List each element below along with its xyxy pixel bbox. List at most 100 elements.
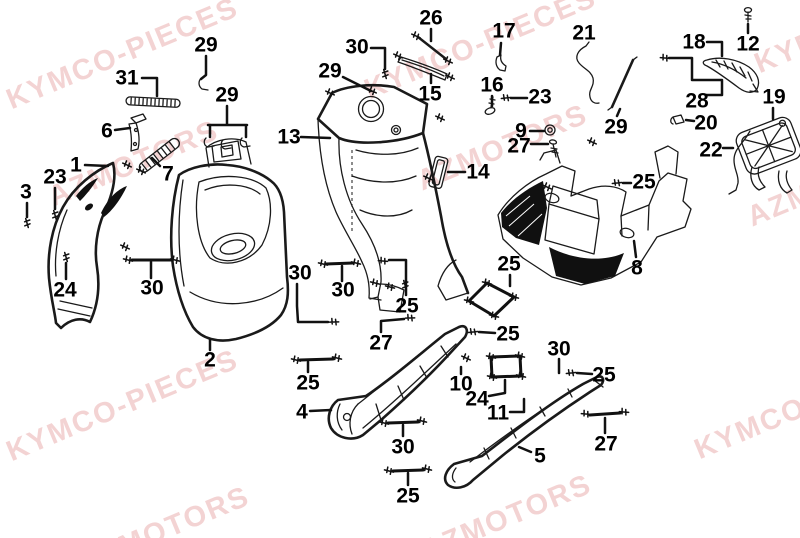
- part-number-label: 25: [496, 323, 520, 346]
- screw-icon: [580, 409, 592, 418]
- leader-line: [199, 54, 208, 81]
- leader-line: [113, 126, 132, 132]
- callout-13: 13: [277, 126, 332, 149]
- screw-icon: [410, 31, 422, 41]
- screw-icon: [392, 51, 404, 61]
- screw-icon: [62, 251, 70, 263]
- callout-25: 25: [290, 353, 343, 395]
- part-21-cable-guide: [576, 41, 600, 104]
- part-number-label: 30: [140, 277, 163, 300]
- part-2-front-leg-shield: [169, 138, 290, 342]
- part-19-front-grill: [735, 116, 800, 194]
- leader-line: [299, 135, 332, 140]
- callout-23: 23: [500, 86, 552, 109]
- leader-line: [508, 397, 526, 414]
- callout-8: 8: [631, 239, 643, 280]
- leader-bar: [588, 411, 622, 417]
- leader-line: [615, 107, 622, 118]
- leader-line: [684, 118, 696, 123]
- part-number-label: 27: [594, 433, 617, 456]
- part-number-label: 27: [369, 332, 392, 355]
- part-17-hook: [495, 54, 507, 72]
- leader-line: [477, 330, 497, 335]
- part-16-bolt: [484, 96, 496, 115]
- part-number-label: 25: [396, 485, 420, 508]
- callout-21: 21: [572, 22, 596, 45]
- part-20-clip: [670, 114, 685, 125]
- part-number-label: 3: [20, 181, 32, 204]
- screw-icon: [514, 351, 526, 361]
- screw-icon: [444, 72, 456, 82]
- part-number-label: 5: [534, 445, 546, 468]
- leader-line: [341, 75, 373, 93]
- part-number-label: 25: [296, 372, 320, 395]
- screw-icon: [463, 296, 475, 306]
- part-number-label: 31: [115, 67, 139, 90]
- callout-12: 12: [736, 22, 760, 56]
- part-number-label: 11: [487, 402, 510, 425]
- callout-10: 10: [449, 353, 473, 396]
- part-31-grip: [125, 96, 181, 108]
- part-number-label: 7: [162, 163, 174, 186]
- part-15-molding-strip: [397, 56, 448, 81]
- callout-30: 30: [288, 262, 340, 326]
- screw-icon: [119, 242, 131, 252]
- part-12-screw: [743, 6, 753, 23]
- part-number-label: 19: [762, 86, 785, 109]
- part-1-front-cover: [47, 161, 127, 330]
- callout-25: 25: [497, 253, 521, 288]
- leader-line: [487, 378, 507, 398]
- leader-bar: [391, 468, 425, 473]
- screw-icon: [421, 464, 433, 474]
- leader-line: [140, 76, 159, 98]
- screw-icon: [565, 368, 577, 377]
- part-number-label: 15: [418, 83, 442, 106]
- screw-icon: [384, 282, 396, 292]
- screw-icon: [611, 178, 623, 187]
- callout-17: 17: [492, 20, 516, 57]
- callout-29: 29: [604, 107, 628, 139]
- hardware-bracket-diamond: [467, 281, 516, 318]
- callout-26: 26: [419, 7, 443, 43]
- screw-icon: [51, 209, 59, 221]
- part-number-label: 2: [204, 349, 216, 372]
- callout-4: 4: [296, 401, 333, 424]
- part-number-label: 24: [53, 279, 77, 302]
- leader-line: [369, 46, 387, 71]
- part-14-plate: [428, 155, 449, 189]
- screw-icon: [485, 352, 497, 362]
- leader-line: [667, 56, 724, 97]
- part-number-label: 20: [694, 112, 717, 135]
- screw-icon: [350, 258, 362, 268]
- screw-icon: [404, 313, 416, 322]
- screw-icon: [383, 466, 395, 476]
- screw-icon: [434, 113, 446, 123]
- callout-22: 22: [699, 139, 735, 162]
- leader-line: [308, 408, 333, 413]
- part-number-label: 14: [466, 161, 490, 184]
- leader-line: [517, 445, 533, 454]
- part-18-handle-rear-cover: [702, 57, 760, 93]
- screw-icon: [467, 327, 479, 336]
- part-number-label: 13: [277, 126, 300, 149]
- screw-icon: [586, 137, 598, 147]
- callout-5: 5: [517, 445, 546, 468]
- part-number-label: 30: [345, 36, 368, 59]
- part-4-floor-side-cover: [327, 324, 469, 440]
- screw-icon: [422, 173, 434, 183]
- part-number-label: 30: [391, 436, 414, 459]
- screw-icon: [481, 278, 493, 288]
- callout-27: 27: [507, 135, 550, 158]
- callout-30: 30: [547, 338, 571, 375]
- leader-line: [295, 282, 330, 324]
- part-number-label: 25: [497, 253, 521, 276]
- callout-9: 9: [515, 120, 546, 143]
- screw-icon: [378, 418, 390, 428]
- screw-icon: [369, 278, 381, 288]
- brand-watermark: AZMOTORS: [75, 480, 255, 538]
- screw-icon: [324, 88, 336, 98]
- callout-23: 23: [43, 166, 67, 221]
- part-number-label: 18: [682, 31, 706, 54]
- screw-icon: [416, 416, 428, 426]
